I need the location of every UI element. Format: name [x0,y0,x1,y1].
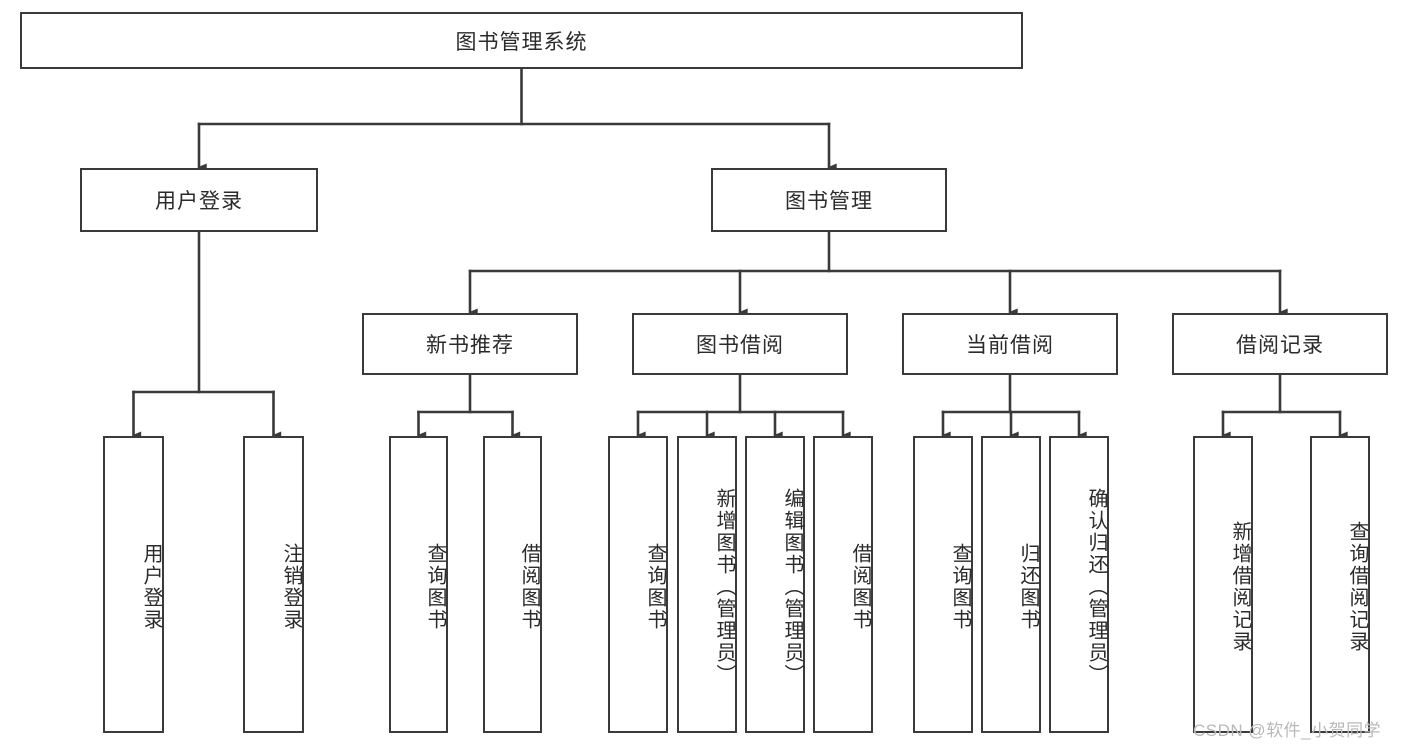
node-user-login[interactable]: 用户登录 [80,168,318,232]
node-new-book-recommend[interactable]: 新书推荐 [362,313,578,375]
leaf-add-book-admin[interactable]: 新增图书（管理员） [677,436,737,733]
leaf-user-login[interactable]: 用户登录 [103,436,164,733]
leaf-user-logout[interactable]: 注销登录 [243,436,304,733]
leaf-edit-book-admin[interactable]: 编辑图书（管理员） [745,436,805,733]
node-book-management[interactable]: 图书管理 [711,168,947,232]
node-label: 用户登录 [140,542,162,631]
node-label: 图书管理 [785,190,873,213]
node-label: 借阅图书 [518,542,540,631]
node-label: 图书借阅 [696,334,784,357]
node-root-system[interactable]: 图书管理系统 [20,12,1023,69]
node-label: 编辑图书（管理员） [781,487,803,686]
node-label: 新增借阅记录 [1229,520,1251,653]
node-label: 查询图书 [949,542,971,631]
node-label: 确认归还（管理员） [1085,487,1107,686]
leaf-return-book[interactable]: 归还图书 [981,436,1041,733]
node-label: 注销登录 [280,542,302,631]
node-label: 图书管理系统 [455,30,588,54]
leaf-borrow-book[interactable]: 借阅图书 [813,436,873,733]
leaf-query-borrow-record[interactable]: 查询借阅记录 [1310,436,1370,733]
leaf-confirm-return-admin[interactable]: 确认归还（管理员） [1049,436,1109,733]
leaf-add-borrow-record[interactable]: 新增借阅记录 [1193,436,1253,733]
node-label: 归还图书 [1017,542,1039,631]
leaf-query-book-current[interactable]: 查询图书 [913,436,973,733]
node-current-borrow[interactable]: 当前借阅 [902,313,1118,375]
node-label: 查询图书 [644,542,666,631]
node-label: 新书推荐 [426,334,514,357]
node-label: 查询借阅记录 [1346,520,1368,653]
leaf-borrow-book-recommend[interactable]: 借阅图书 [483,436,542,733]
node-label: 新增图书（管理员） [713,487,735,686]
leaf-query-book-recommend[interactable]: 查询图书 [389,436,448,733]
node-label: 当前借阅 [966,334,1054,357]
leaf-query-book-borrow[interactable]: 查询图书 [608,436,668,733]
node-label: 借阅图书 [849,542,871,631]
node-label: 查询图书 [424,542,446,631]
node-label: 借阅记录 [1236,334,1324,357]
node-book-borrow[interactable]: 图书借阅 [632,313,848,375]
node-label: 用户登录 [155,190,243,213]
node-borrow-record[interactable]: 借阅记录 [1172,313,1388,375]
